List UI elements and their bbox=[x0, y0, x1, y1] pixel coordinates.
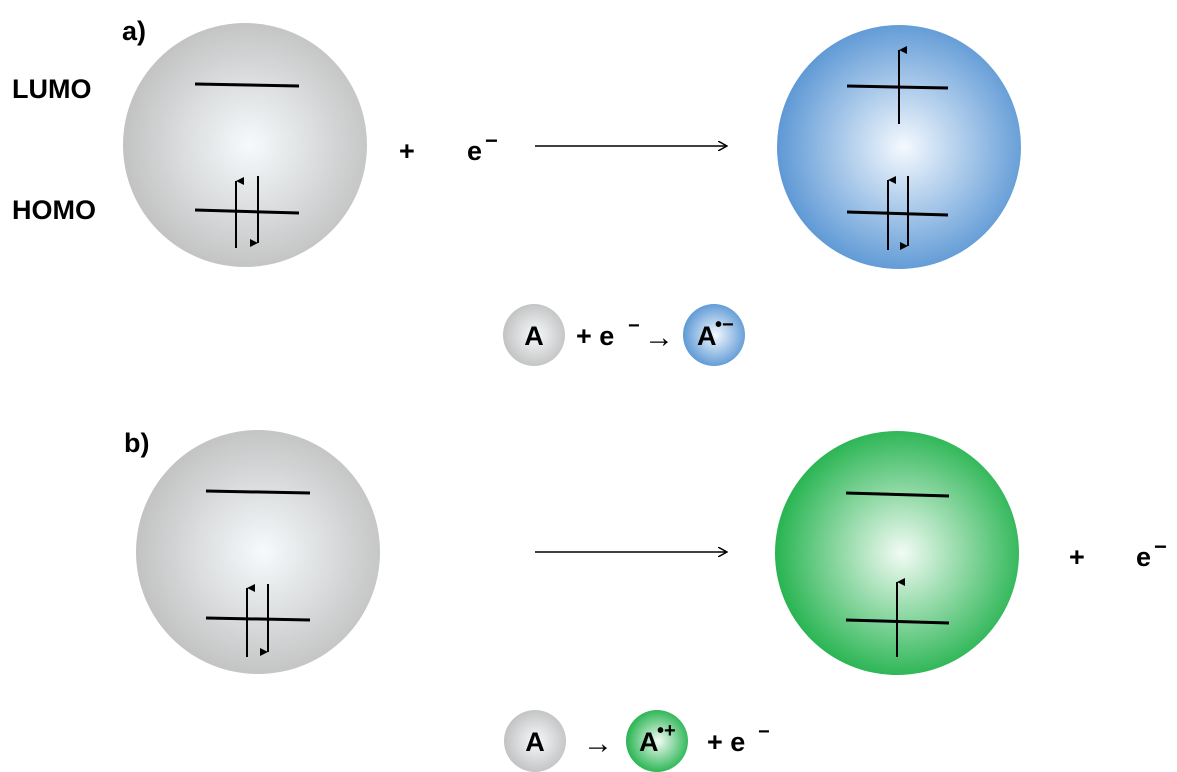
panel-b: b) + e − A → A •+ bbox=[124, 428, 1167, 772]
panel-a-label: a) bbox=[122, 16, 146, 46]
electron-symbol: e − bbox=[1136, 534, 1167, 572]
lumo-level bbox=[194, 82, 300, 88]
plus-sign: + bbox=[1069, 542, 1085, 572]
product-symbol: A bbox=[697, 321, 717, 351]
cation-sphere bbox=[775, 431, 1019, 675]
reactant-symbol: A bbox=[524, 321, 544, 351]
homo-label: HOMO bbox=[12, 195, 96, 225]
homo-level bbox=[846, 210, 949, 217]
svg-text:e: e bbox=[467, 136, 482, 166]
anion-sphere bbox=[777, 25, 1021, 269]
radical-anion-molecule bbox=[777, 25, 1021, 269]
equation-arrow: → bbox=[644, 321, 674, 354]
neutral-sphere bbox=[136, 430, 380, 674]
electron-charge: − bbox=[758, 721, 770, 743]
plus-electron: + e bbox=[707, 727, 745, 757]
equation-a: A + e − → A •− bbox=[503, 304, 745, 366]
product-ball bbox=[683, 304, 745, 366]
lumo-level bbox=[845, 491, 950, 498]
panel-b-label: b) bbox=[124, 428, 149, 458]
reactant-ball bbox=[504, 710, 566, 772]
product-symbol: A bbox=[639, 727, 659, 757]
svg-text:−: − bbox=[485, 128, 498, 153]
equation-b: A → A •+ + e − bbox=[504, 710, 770, 772]
lumo-label: LUMO bbox=[12, 74, 91, 104]
reactant-ball bbox=[503, 304, 565, 366]
reactant-symbol: A bbox=[525, 727, 545, 757]
lumo-level bbox=[846, 84, 949, 90]
equation-arrow: → bbox=[583, 727, 613, 760]
product-charge: •− bbox=[715, 314, 734, 336]
neutral-molecule-a bbox=[123, 23, 367, 267]
lumo-level bbox=[205, 489, 311, 495]
electron-charge: − bbox=[628, 315, 640, 337]
homo-level bbox=[194, 208, 300, 215]
panel-a: a) LUMO HOMO + e − A bbox=[12, 16, 1021, 366]
neutral-sphere bbox=[123, 23, 367, 267]
plus-sign: + bbox=[399, 136, 415, 166]
plus-electron: + e bbox=[576, 321, 614, 351]
neutral-molecule-b bbox=[136, 430, 380, 674]
svg-text:e: e bbox=[1136, 542, 1151, 572]
homo-level bbox=[205, 616, 311, 622]
electron-symbol: e − bbox=[467, 128, 498, 166]
product-charge: •+ bbox=[657, 720, 676, 742]
radical-cation-molecule bbox=[775, 431, 1019, 675]
svg-text:−: − bbox=[1154, 534, 1167, 559]
product-ball bbox=[626, 710, 688, 772]
